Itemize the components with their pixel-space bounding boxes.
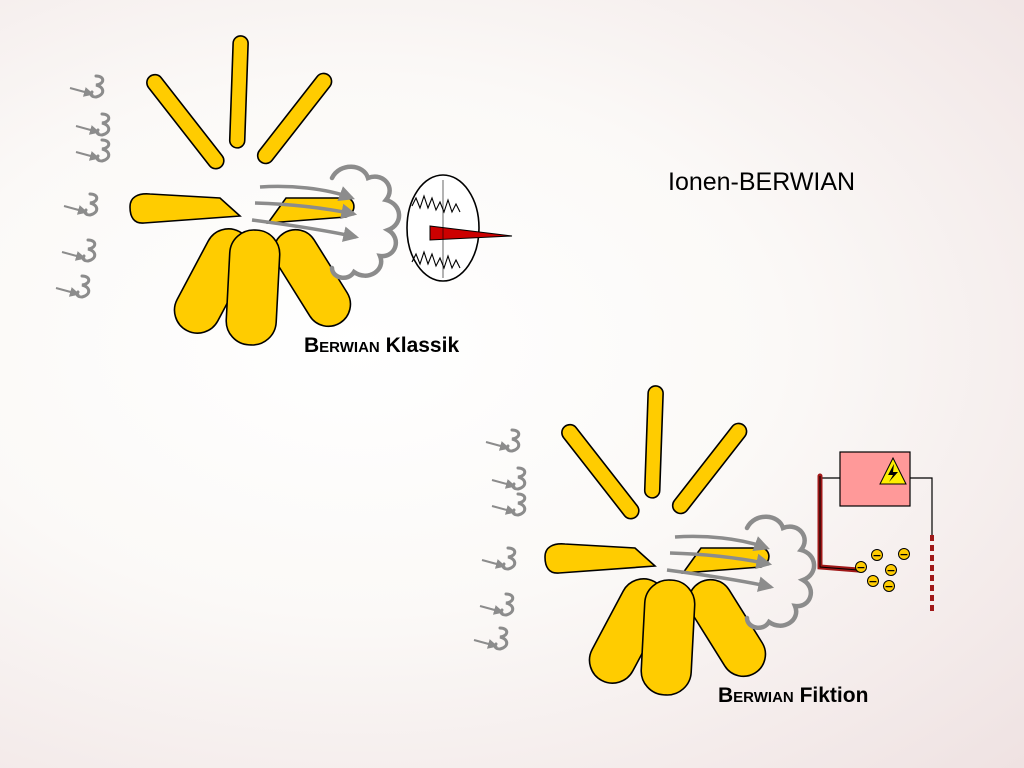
caption-initial: B xyxy=(718,684,734,707)
berwian-klassik-diagram xyxy=(56,36,513,347)
ion-cluster: − − − − − − xyxy=(855,548,910,593)
propeller-icon xyxy=(406,174,513,282)
caption-berwian-klassik: Berwian Klassik xyxy=(304,334,459,358)
caption-word: Fiktion xyxy=(799,684,869,707)
caption-smallcaps: erwian xyxy=(319,339,380,356)
caption-word: Klassik xyxy=(385,334,460,357)
svg-text:−: − xyxy=(872,549,881,562)
svg-text:−: − xyxy=(884,580,893,593)
caption-initial: B xyxy=(304,334,320,357)
caption-smallcaps: erwian xyxy=(733,689,794,706)
svg-text:−: − xyxy=(856,561,865,574)
minus-icon: − xyxy=(883,580,895,593)
berwian-fiktion-diagram: − − − − − − xyxy=(474,386,934,697)
caption-berwian-fiktion: Berwian Fiktion xyxy=(718,684,868,708)
inflow-arrows xyxy=(56,76,109,297)
jellyfish-icon xyxy=(545,386,814,697)
inflow-arrows xyxy=(474,430,525,649)
minus-icon: − xyxy=(885,564,897,577)
svg-text:−: − xyxy=(868,575,877,588)
minus-icon: − xyxy=(855,561,867,574)
svg-text:−: − xyxy=(886,564,895,577)
minus-icon: − xyxy=(867,575,879,588)
power-circuit xyxy=(817,451,934,612)
jellyfish-icon xyxy=(130,36,399,347)
svg-text:−: − xyxy=(899,548,908,561)
slide-title: Ionen-BERWIAN xyxy=(668,168,856,196)
minus-icon: − xyxy=(871,549,883,562)
high-voltage-icon xyxy=(879,456,907,485)
minus-icon: − xyxy=(898,548,910,561)
